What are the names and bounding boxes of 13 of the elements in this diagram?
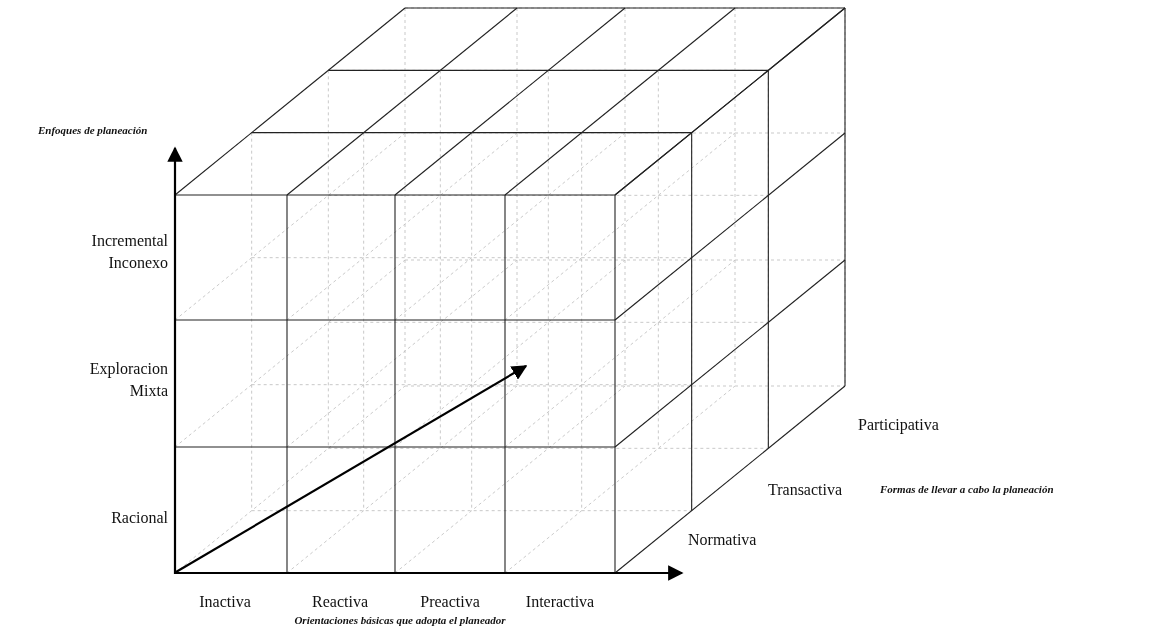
axis-title: Formas de llevar a cabo la planeación (880, 482, 1054, 497)
axis-title: Enfoques de planeación (38, 123, 148, 138)
axis-label: Interactiva (525, 592, 595, 612)
axis-label: Preactiva (420, 592, 480, 612)
axis-label: Participativa (858, 415, 939, 436)
axis-label: Transactiva (768, 480, 843, 500)
axis-label: Racional (110, 508, 168, 528)
axis-label: Inactiva (199, 592, 251, 612)
axis-label: Incremental Inconexo (90, 231, 168, 273)
axis-label: Exploracion Mixta (88, 359, 168, 401)
axis-label: Reactiva (312, 592, 368, 612)
axis-label: Normativa (688, 530, 757, 550)
axis-title: Orientaciones básicas que adopta el planeador (294, 613, 506, 628)
